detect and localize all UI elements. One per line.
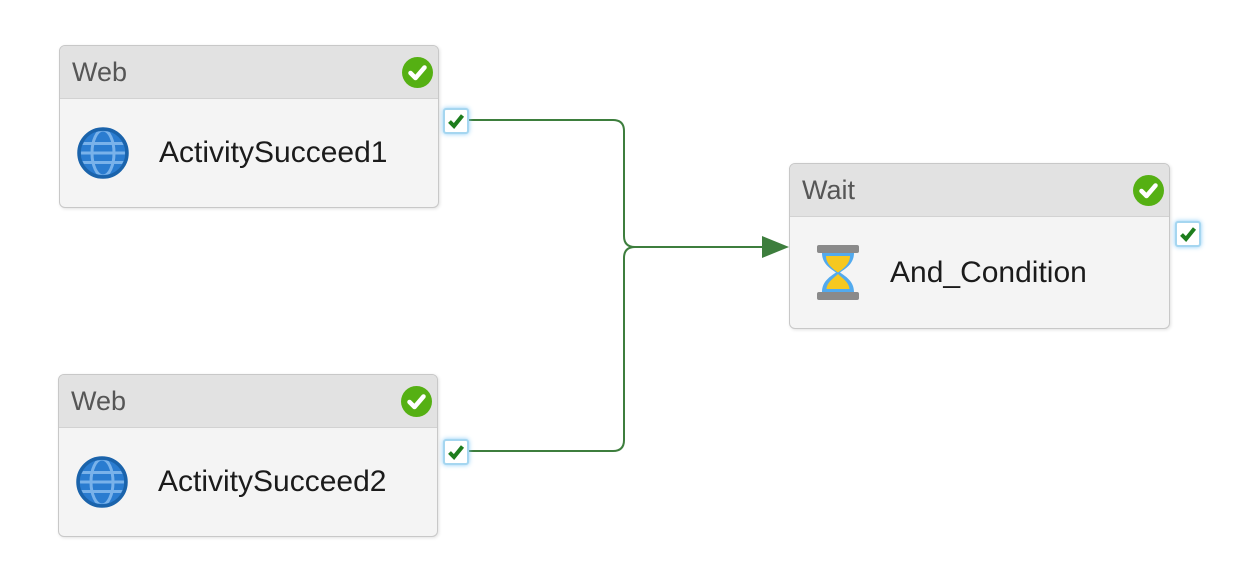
status-succeeded-badge bbox=[1133, 174, 1164, 206]
activity-node-andcondition[interactable]: Wait And_Condition bbox=[789, 163, 1170, 329]
connector-succeed1-to-andcondition[interactable] bbox=[468, 119, 762, 248]
activity-node-body: And_Condition bbox=[790, 217, 1169, 328]
activity-node-activitysucceed1[interactable]: Web ActivitySucceed1 bbox=[59, 45, 439, 208]
activity-type-label: Web bbox=[71, 385, 127, 416]
activity-node-header: Web bbox=[60, 46, 438, 99]
activity-node-header: Web bbox=[59, 375, 437, 428]
success-output-port-andcondition[interactable] bbox=[1175, 221, 1201, 247]
status-succeeded-badge bbox=[402, 56, 433, 88]
check-icon bbox=[1180, 227, 1197, 242]
check-badge-icon bbox=[407, 393, 426, 409]
activity-type-label: Web bbox=[72, 56, 128, 87]
connector-succeed2-to-andcondition[interactable] bbox=[467, 246, 636, 452]
activity-name-label: And_Condition bbox=[890, 255, 1087, 289]
hourglass-icon bbox=[817, 245, 859, 300]
success-output-port-activitysucceed1[interactable] bbox=[443, 108, 469, 134]
activity-node-body: ActivitySucceed1 bbox=[60, 99, 438, 207]
activity-type-label: Wait bbox=[802, 174, 855, 205]
status-succeeded-badge bbox=[401, 385, 432, 417]
activity-node-body: ActivitySucceed2 bbox=[59, 428, 437, 536]
success-output-port-activitysucceed2[interactable] bbox=[443, 439, 469, 465]
check-badge-icon bbox=[1139, 182, 1158, 198]
check-icon bbox=[448, 445, 465, 460]
check-badge-icon bbox=[408, 64, 427, 80]
activity-name-label: ActivitySucceed1 bbox=[159, 136, 388, 169]
connector-arrowhead-icon bbox=[762, 236, 789, 258]
activity-node-activitysucceed2[interactable]: Web ActivitySucceed2 bbox=[58, 374, 438, 537]
activity-node-header: Wait bbox=[790, 164, 1169, 217]
activity-name-label: ActivitySucceed2 bbox=[158, 465, 387, 498]
check-icon bbox=[448, 114, 465, 129]
globe-icon bbox=[77, 127, 129, 179]
globe-icon bbox=[76, 456, 128, 508]
